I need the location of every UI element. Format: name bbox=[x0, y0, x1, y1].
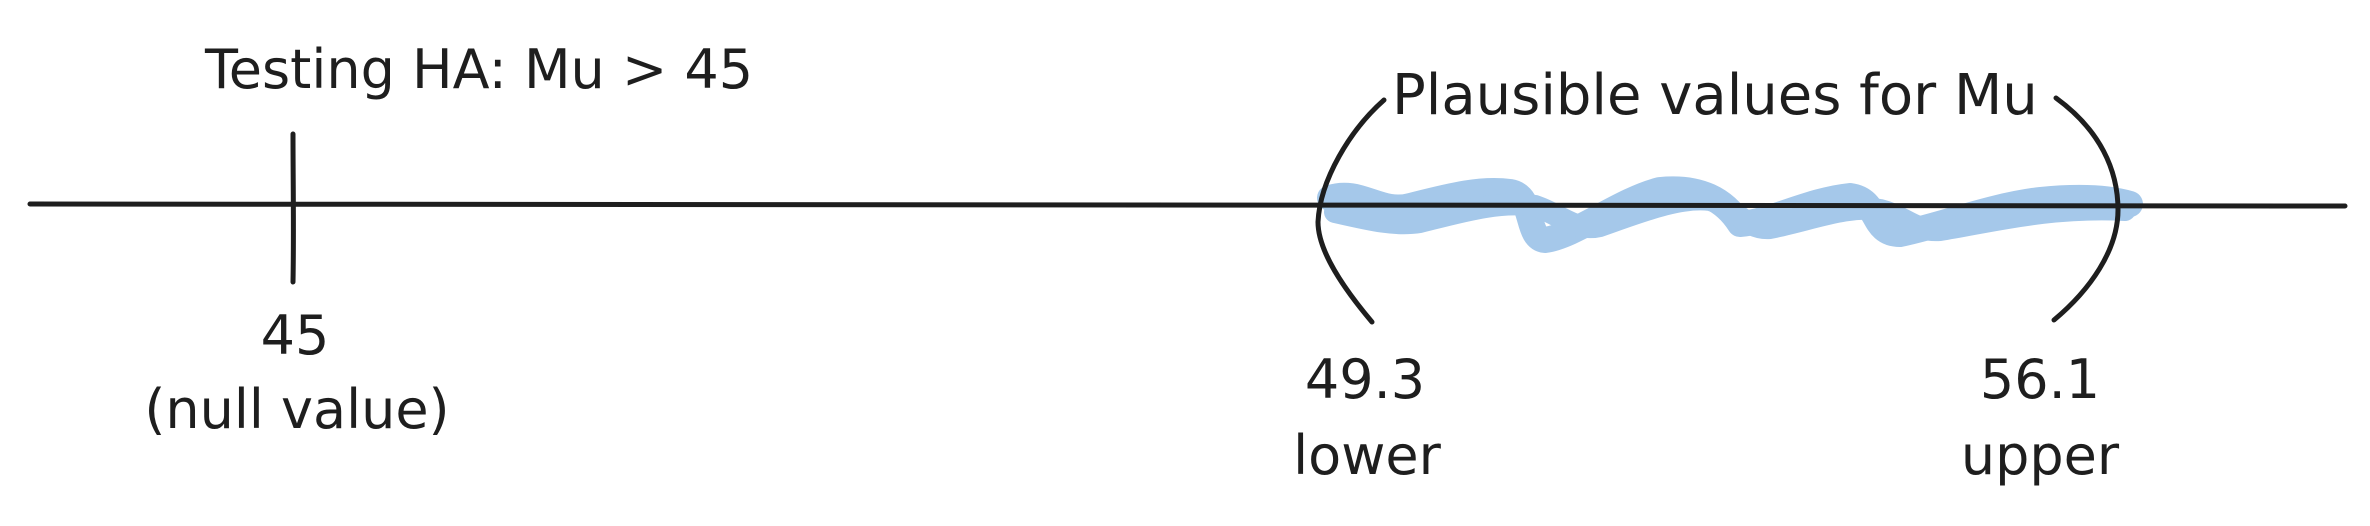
upper-bound-value: 56.1 bbox=[1980, 348, 2100, 411]
null-value-label: (null value) bbox=[144, 378, 449, 441]
interval-highlight-layer bbox=[1324, 188, 2136, 242]
diagram-title: Testing HA: Mu > 45 bbox=[204, 38, 753, 101]
lower-bound-label: lower bbox=[1293, 424, 1441, 487]
lower-bound-bracket bbox=[1315, 97, 1387, 325]
number-line bbox=[27, 201, 2348, 209]
upper-bound-label: upper bbox=[1961, 424, 2120, 487]
upper-bound-bracket bbox=[2051, 95, 2121, 323]
interval-label: Plausible values for Mu bbox=[1392, 63, 2038, 128]
null-value-number: 45 bbox=[261, 304, 330, 367]
lower-bound-value: 49.3 bbox=[1305, 348, 1425, 411]
